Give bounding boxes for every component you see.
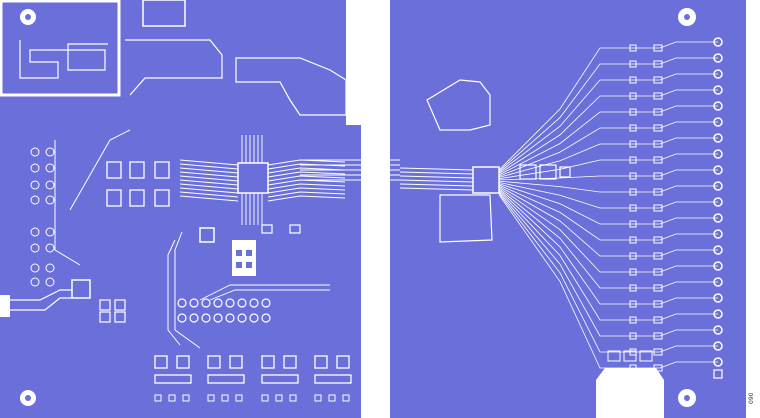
center-upper-bridge bbox=[346, 0, 390, 125]
left-main-ic bbox=[237, 162, 269, 194]
center-neck bbox=[361, 125, 376, 418]
right-lower-cluster bbox=[439, 194, 493, 243]
left-ic-fanout bbox=[179, 135, 346, 225]
antenna-keepout-box bbox=[0, 0, 121, 97]
top-connector bbox=[142, 0, 186, 27]
top-outline bbox=[125, 39, 223, 96]
left-board bbox=[0, 0, 361, 418]
upper-rf-outline bbox=[235, 57, 347, 116]
left-via-rings bbox=[30, 129, 131, 287]
bottom-right-keepout bbox=[596, 368, 664, 418]
pin-header-rows bbox=[167, 231, 330, 349]
mounting-holes bbox=[20, 8, 696, 407]
right-main-ic bbox=[472, 166, 500, 194]
lower-left-ic bbox=[71, 279, 91, 299]
lower-center-component bbox=[232, 240, 256, 276]
bottom-components bbox=[99, 299, 352, 402]
center-signal-bus bbox=[300, 159, 400, 181]
right-upper-cluster bbox=[426, 79, 491, 131]
left-pad-array bbox=[106, 161, 170, 207]
antenna-trace bbox=[19, 40, 108, 79]
figure-code: 090 bbox=[748, 392, 755, 404]
right-board bbox=[390, 0, 746, 418]
left-edge-connector bbox=[0, 295, 10, 317]
